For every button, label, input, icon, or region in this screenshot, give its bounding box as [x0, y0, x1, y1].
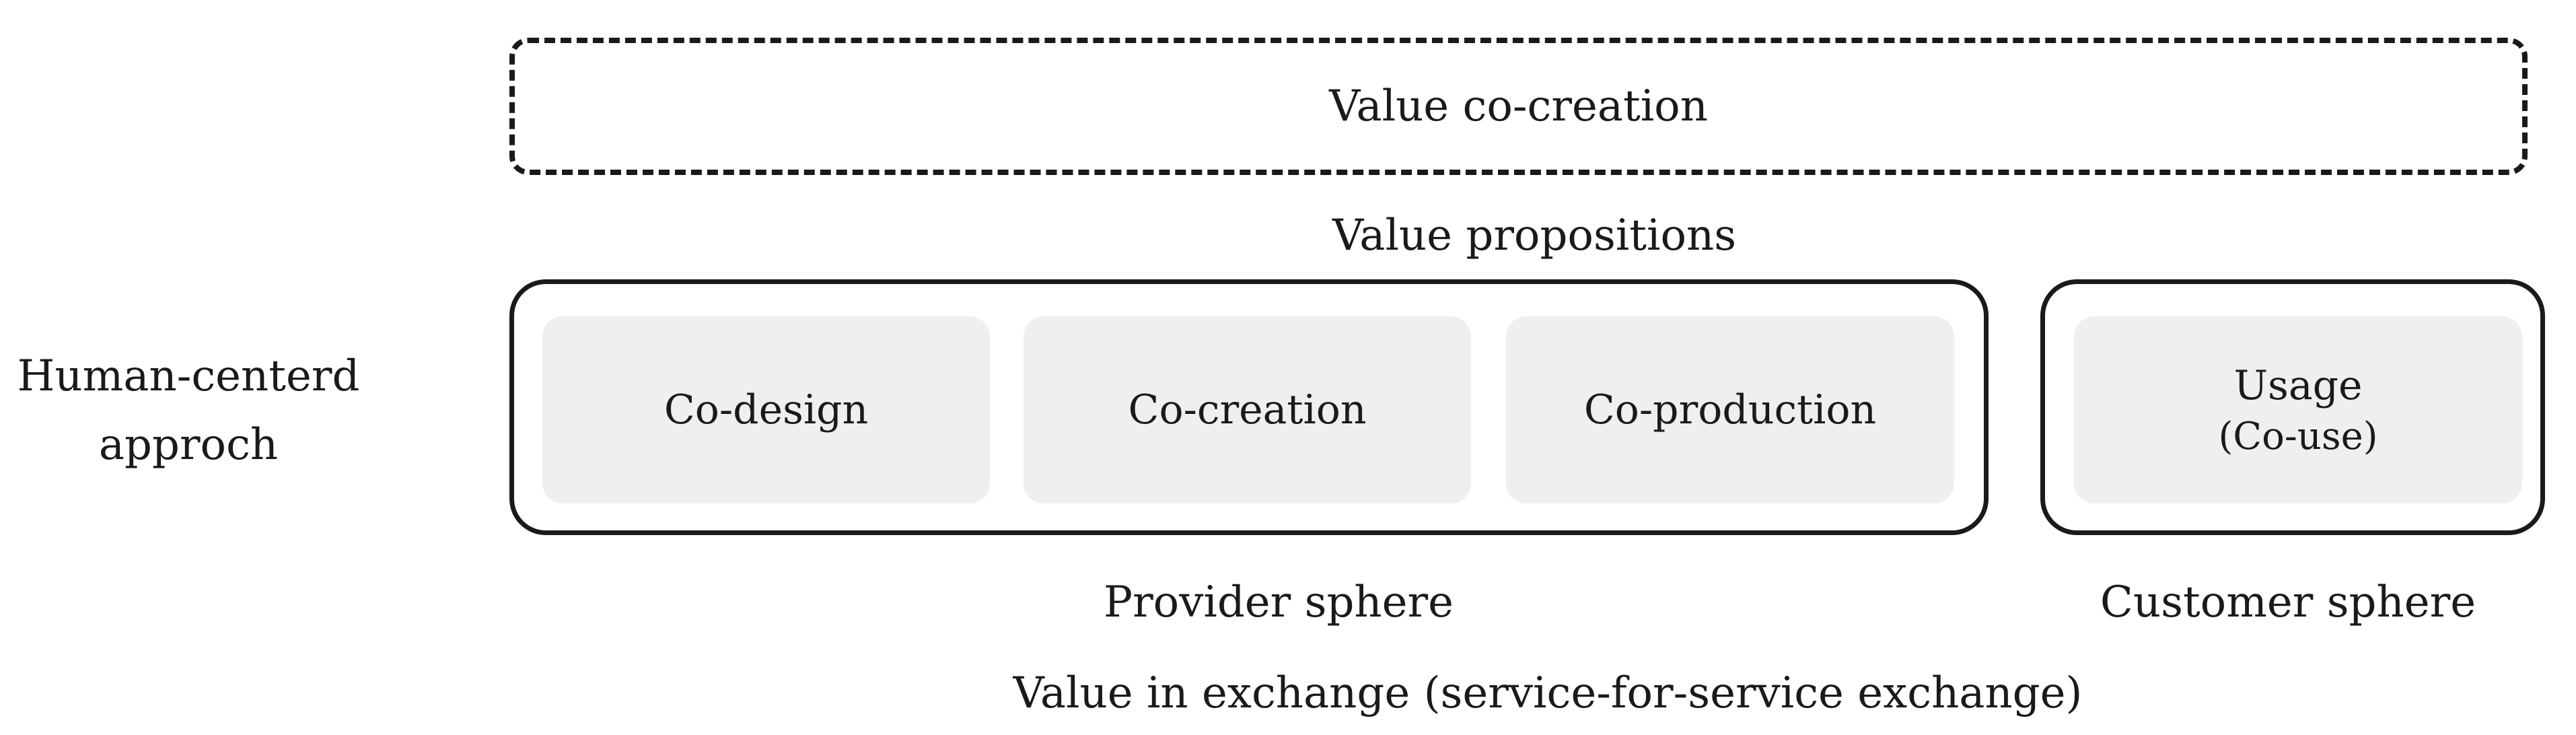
co-production-box: Co-production: [1506, 316, 1954, 503]
co-use-label: (Co-use): [2218, 414, 2378, 458]
approach-line-1: Human-centerd: [17, 351, 360, 401]
human-centered-approach-label: Human-centerd approch: [0, 337, 377, 485]
usage-box: Usage (Co-use): [2074, 316, 2522, 503]
provider-sphere-box: [509, 279, 1989, 535]
approach-line-2: approch: [98, 420, 279, 470]
value-co-creation-label: Value co-creation: [1329, 81, 1708, 131]
co-design-box: Co-design: [542, 316, 990, 503]
usage-label: Usage: [2233, 361, 2363, 409]
customer-sphere-box: [2040, 279, 2545, 535]
co-creation-label: Co-creation: [1128, 386, 1367, 433]
value-propositions-label: Value propositions: [1332, 211, 1737, 260]
co-production-label: Co-production: [1583, 386, 1877, 433]
value-co-creation-frame: [509, 38, 2528, 175]
customer-sphere-label: Customer sphere: [2100, 578, 2476, 627]
co-design-label: Co-design: [664, 386, 869, 433]
co-creation-box: Co-creation: [1024, 316, 1471, 503]
value-in-exchange-label: Value in exchange (service-for-service e…: [1013, 668, 2083, 718]
provider-sphere-label: Provider sphere: [1104, 578, 1454, 627]
